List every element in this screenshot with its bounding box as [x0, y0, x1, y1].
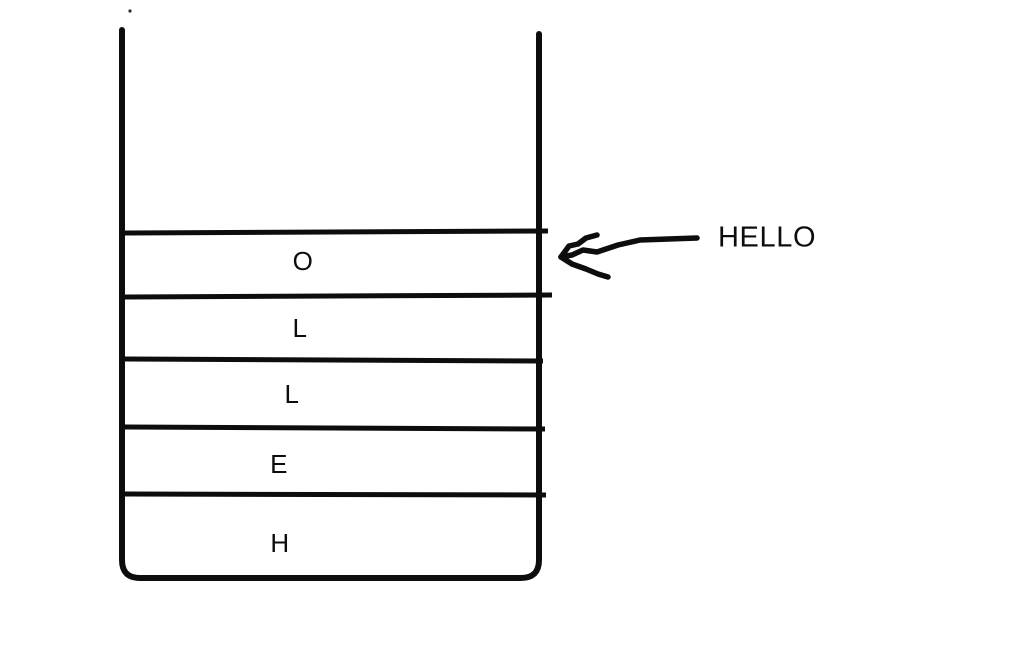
- stack-cell-label-h: H: [270, 528, 289, 558]
- stack-cell-label-o: O: [293, 246, 314, 276]
- callout-arrow-barb-upper: [558, 232, 600, 260]
- stray-ink-speck: [128, 9, 132, 13]
- stack-cell-label-e: E: [270, 449, 288, 479]
- stack-container-outline: [119, 27, 542, 581]
- stack-divider-1: [119, 292, 553, 300]
- callout-arrow-shaft: [558, 235, 700, 260]
- stack-divider-4: [118, 491, 547, 498]
- callout-arrow-barb-lower: [558, 254, 611, 280]
- stack-cell-label-l1: L: [293, 313, 308, 343]
- stack-divider-2: [120, 356, 544, 364]
- callout-label-hello: HELLO: [718, 222, 816, 254]
- stack-divider-top: [119, 228, 549, 236]
- stack-divider-3: [119, 424, 546, 432]
- stack-cell-label-l2: L: [285, 379, 300, 409]
